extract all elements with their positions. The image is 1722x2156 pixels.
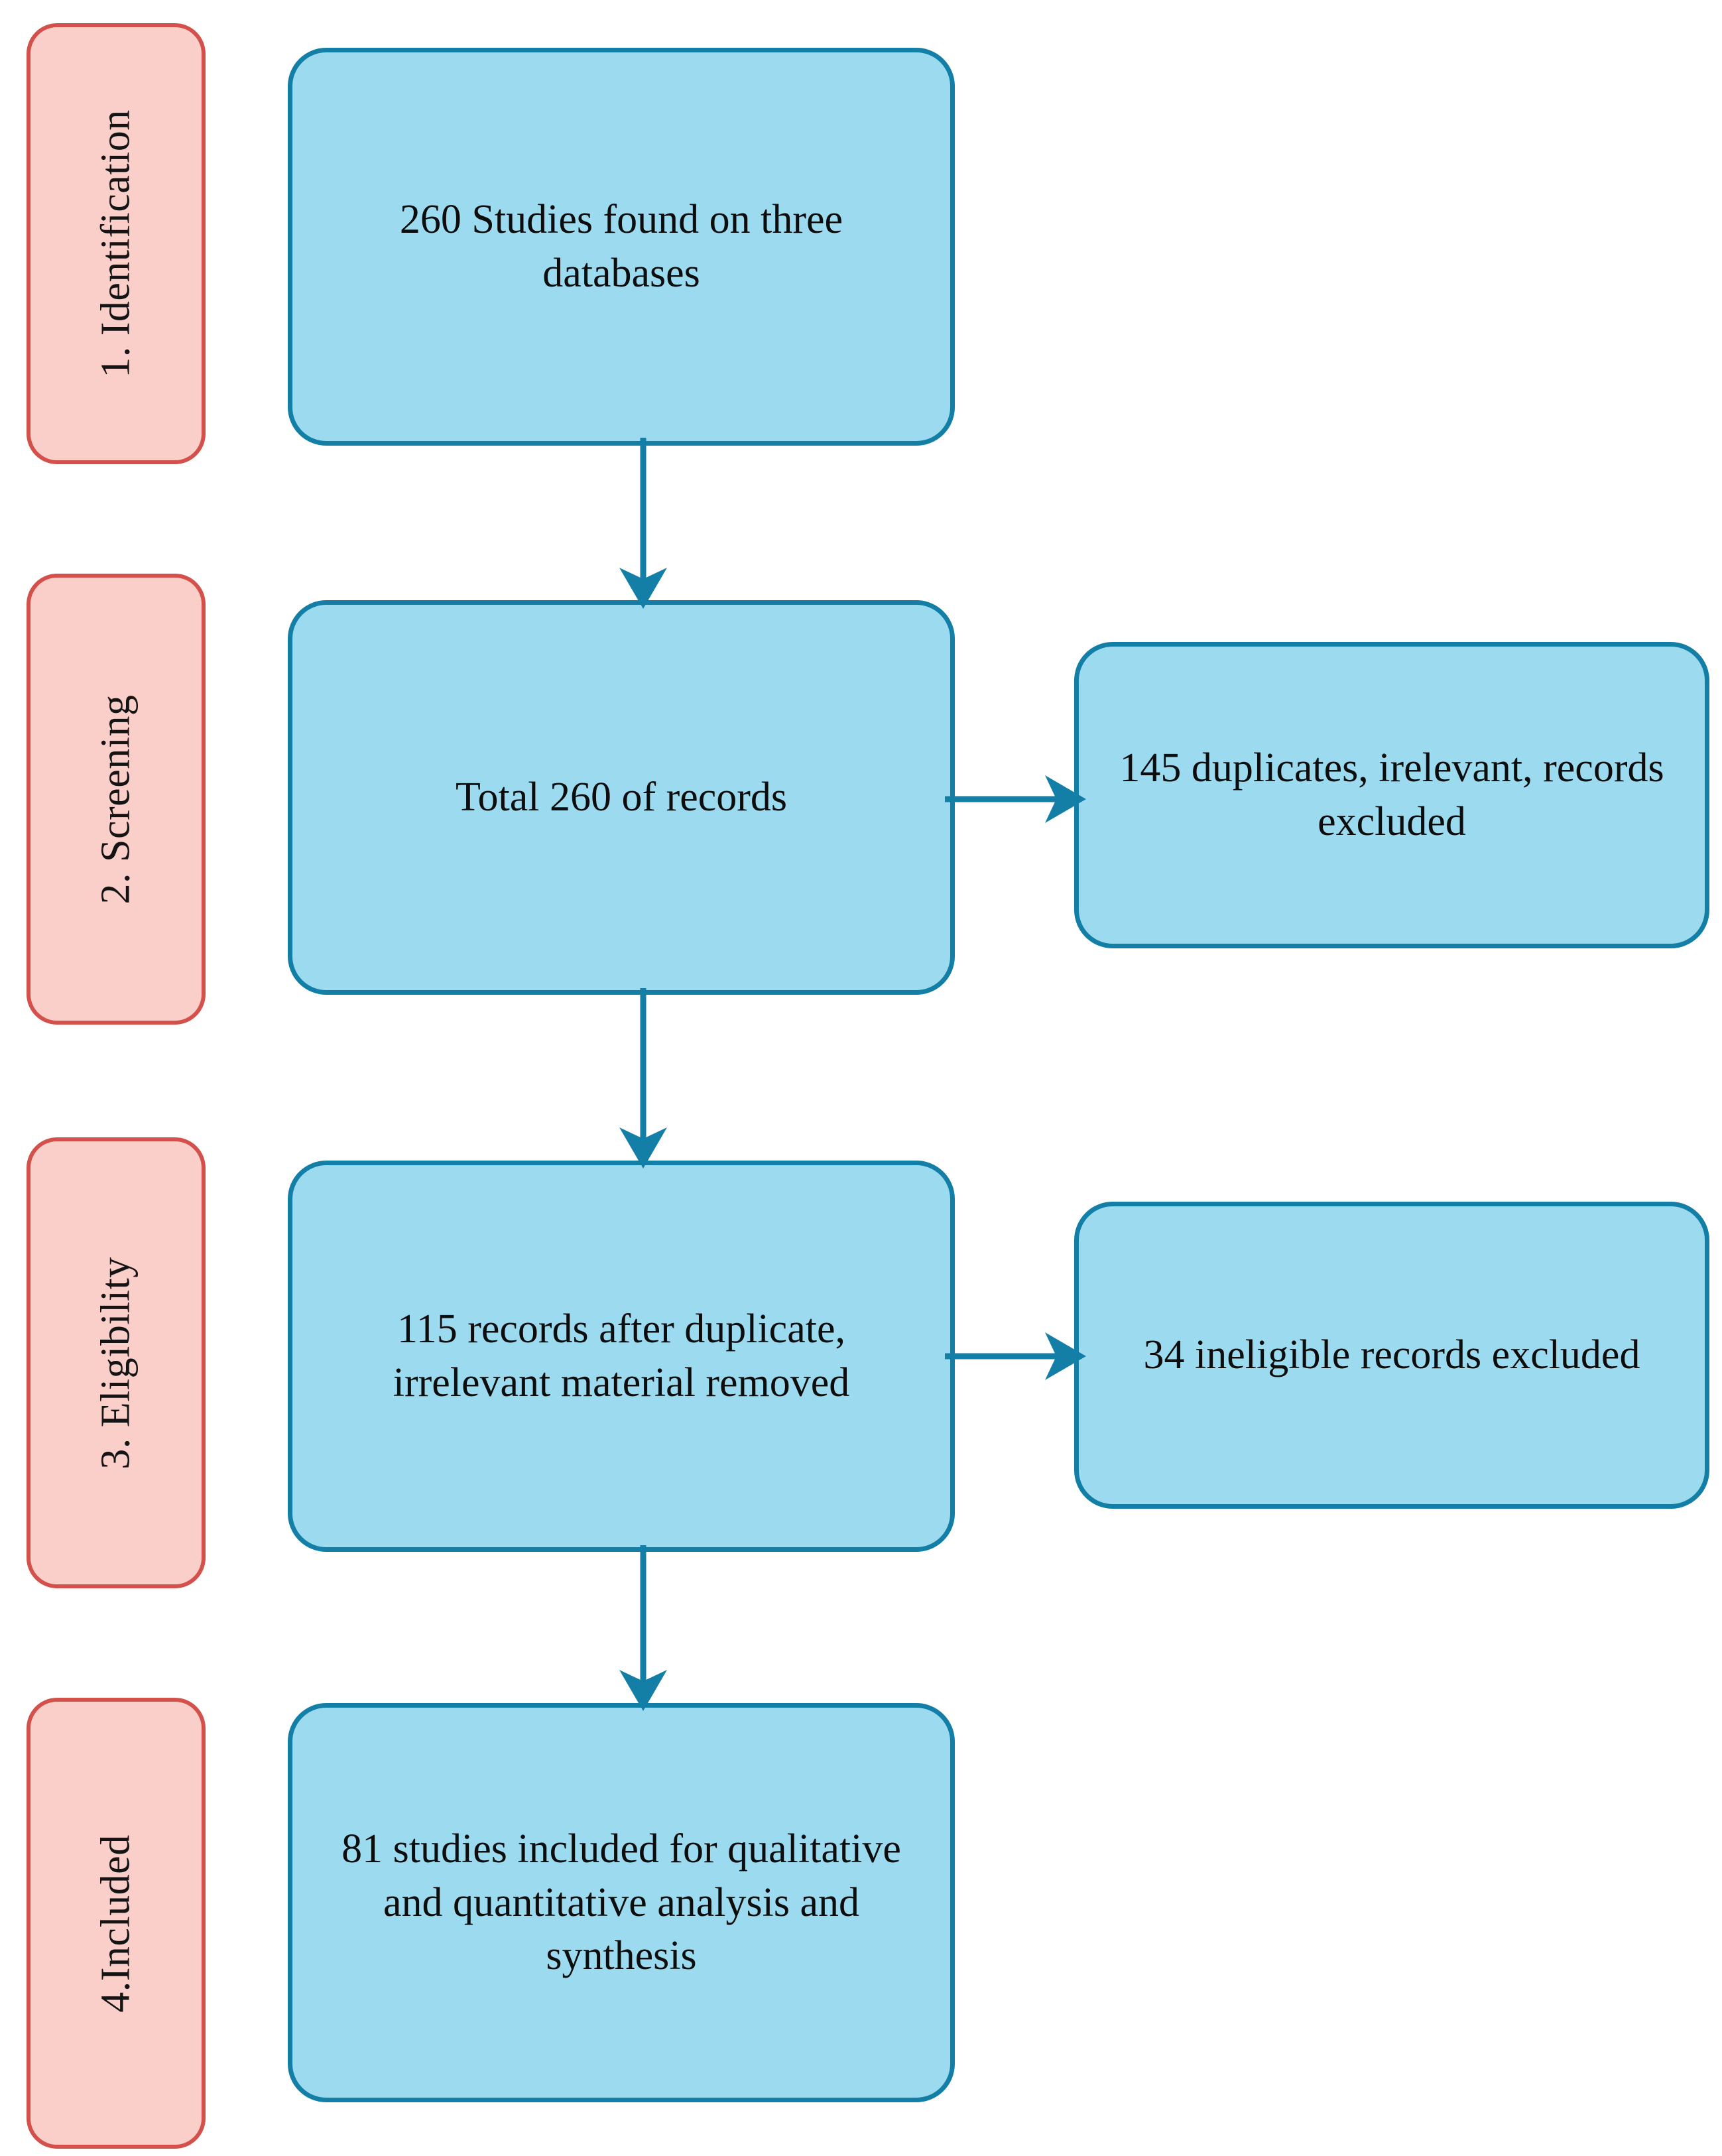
stage-label-screening: 2. Screening [27, 574, 206, 1025]
node-records-screened-text: Total 260 of records [455, 775, 788, 820]
node-excluded-ineligible-text: 34 ineligible records excluded [1143, 1332, 1640, 1378]
arrow-identification-to-screening [619, 438, 667, 609]
stage-label-eligibility: 3. Eligibility [27, 1137, 206, 1588]
arrow-eligibility-to-included [619, 1545, 667, 1711]
node-studies-included: 81 studies included for qualitative and … [288, 1703, 955, 2102]
stage-label-identification: 1. Identification [27, 23, 206, 464]
node-records-after-removal-text: 115 records after duplicate, irrelevant … [393, 1306, 850, 1405]
node-excluded-duplicates-text: 145 duplicates, irelevant, records exclu… [1119, 745, 1664, 844]
node-excluded-ineligible: 34 ineligible records excluded [1074, 1202, 1709, 1509]
stage-label-screening-text: 2. Screening [93, 694, 139, 904]
node-records-after-removal: 115 records after duplicate, irrelevant … [288, 1161, 955, 1552]
node-studies-identified-text: 260 Studies found on three databases [399, 197, 843, 296]
arrow-screening-to-eligibility [619, 988, 667, 1169]
node-records-screened: Total 260 of records [288, 600, 955, 995]
arrow-screening-to-excluded-duplicates [945, 775, 1086, 823]
stage-label-identification-text: 1. Identification [93, 109, 139, 378]
node-studies-included-text: 81 studies included for qualitative and … [341, 1826, 901, 1979]
arrow-eligibility-to-excluded-ineligible [945, 1332, 1086, 1380]
stage-label-included: 4.Included [27, 1698, 206, 2149]
node-excluded-duplicates: 145 duplicates, irelevant, records exclu… [1074, 642, 1709, 948]
stage-label-eligibility-text: 3. Eligibility [93, 1256, 139, 1470]
node-studies-identified: 260 Studies found on three databases [288, 48, 955, 446]
stage-label-included-text: 4.Included [93, 1834, 139, 2013]
